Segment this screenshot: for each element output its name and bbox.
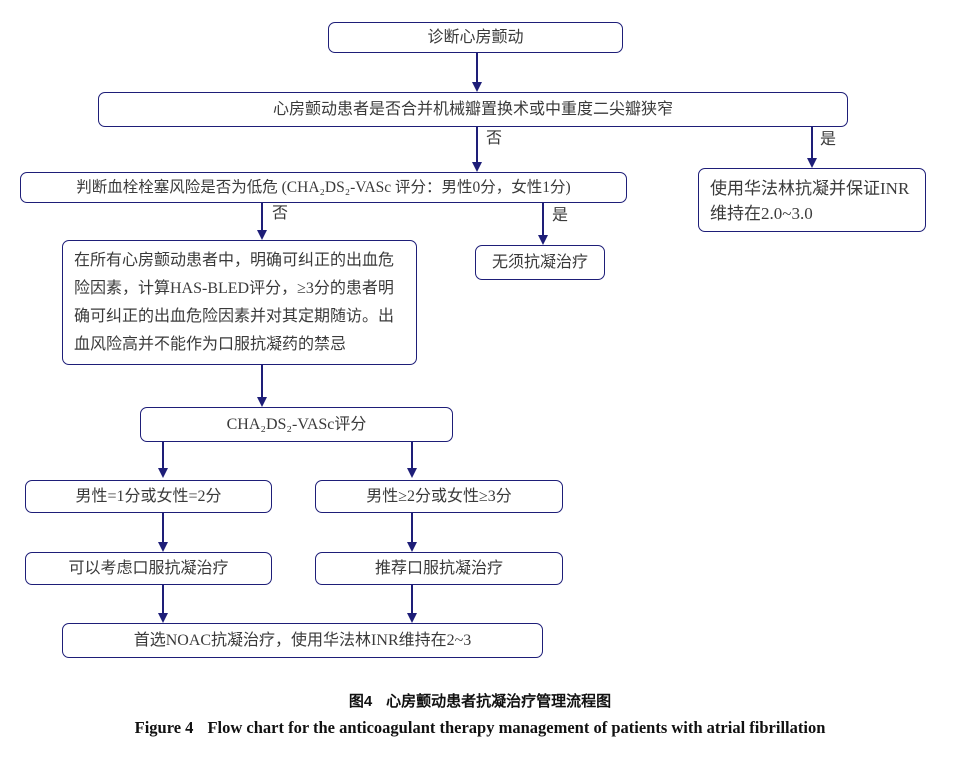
- connector-chads-to-low: [162, 442, 164, 470]
- connector-risk-no: [261, 203, 263, 232]
- arrow-down-icon: [407, 542, 417, 552]
- arrow-down-icon: [807, 158, 817, 168]
- node-noac-first-choice: 首选NOAC抗凝治疗，使用华法林INR维持在2~3: [62, 623, 543, 658]
- node-bleeding-risk-management: 在所有心房颤动患者中，明确可纠正的出血危险因素，计算HAS-BLED评分，≥3分…: [62, 240, 417, 365]
- figure-caption-en: Figure 4 Flow chart for the anticoagulant…: [0, 718, 960, 738]
- connector-valve-no: [476, 127, 478, 164]
- edge-label-no-valve: 否: [486, 130, 503, 147]
- node-no-anticoagulation: 无须抗凝治疗: [475, 245, 605, 280]
- connector-risk-yes: [542, 203, 544, 237]
- arrow-down-icon: [472, 162, 482, 172]
- node-score-high: 男性≥2分或女性≥3分: [315, 480, 563, 513]
- arrow-down-icon: [257, 397, 267, 407]
- node-chads-vasc-score: CHA₂DS₂-VASc评分: [140, 407, 453, 442]
- connector-diagnose-to-valve: [476, 53, 478, 84]
- figure-caption-en-label: Figure 4: [134, 718, 194, 737]
- connector-high-to-recommend: [411, 513, 413, 544]
- arrow-down-icon: [257, 230, 267, 240]
- node-recommend-oac: 推荐口服抗凝治疗: [315, 552, 563, 585]
- node-warfarin-inr: 使用华法林抗凝并保证INR 维持在2.0~3.0: [698, 168, 926, 232]
- arrow-down-icon: [158, 542, 168, 552]
- arrow-down-icon: [158, 613, 168, 623]
- arrow-down-icon: [158, 468, 168, 478]
- connector-recommend-to-noac: [411, 585, 413, 615]
- node-consider-oac: 可以考虑口服抗凝治疗: [25, 552, 272, 585]
- connector-chads-to-high: [411, 442, 413, 470]
- warfarin-inr-line1: 使用华法林抗凝并保证INR: [710, 179, 910, 198]
- connector-low-to-consider: [162, 513, 164, 544]
- arrow-down-icon: [472, 82, 482, 92]
- arrow-down-icon: [407, 613, 417, 623]
- arrow-down-icon: [407, 468, 417, 478]
- edge-label-no-risk: 否: [272, 205, 289, 222]
- edge-label-yes-risk: 是: [552, 207, 569, 224]
- node-thromboembolism-risk: 判断血栓栓塞风险是否为低危 (CHA₂DS₂-VASc 评分：男性0分，女性1分…: [20, 172, 627, 203]
- connector-bleeding-to-chads: [261, 365, 263, 399]
- figure-caption-zh-title: 心房颤动患者抗凝治疗管理流程图: [386, 693, 612, 710]
- figure-caption-zh-label: 图4: [348, 693, 373, 710]
- connector-valve-yes: [811, 127, 813, 160]
- warfarin-inr-line2: 维持在2.0~3.0: [710, 204, 813, 223]
- node-diagnose-af: 诊断心房颤动: [328, 22, 623, 53]
- figure-caption-en-title: Flow chart for the anticoagulant therapy…: [207, 718, 826, 737]
- figure-caption-zh: 图4 心房颤动患者抗凝治疗管理流程图: [0, 690, 960, 711]
- node-score-low: 男性=1分或女性=2分: [25, 480, 272, 513]
- connector-consider-to-noac: [162, 585, 164, 615]
- node-mechanical-valve-question: 心房颤动患者是否合并机械瓣置换术或中重度二尖瓣狭窄: [98, 92, 848, 127]
- edge-label-yes-valve: 是: [820, 131, 837, 148]
- arrow-down-icon: [538, 235, 548, 245]
